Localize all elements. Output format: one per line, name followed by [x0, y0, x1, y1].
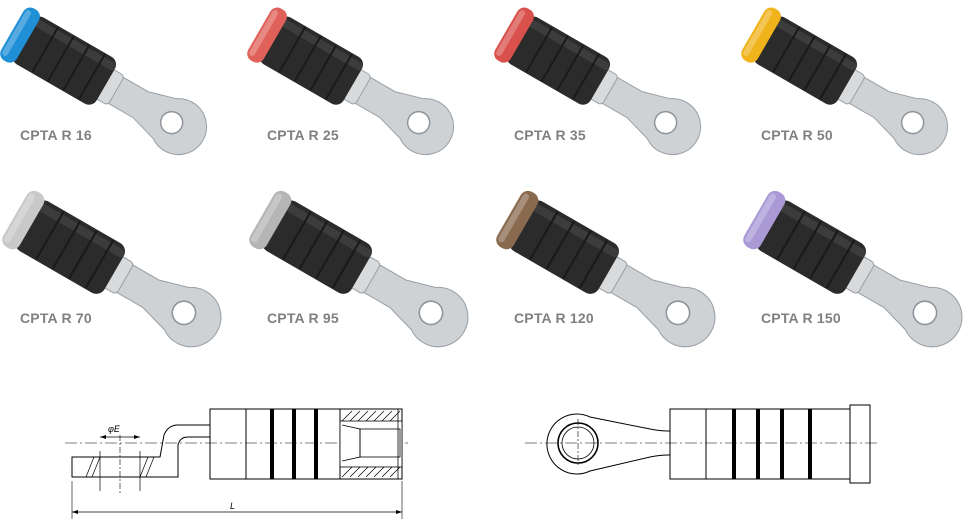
ring: [270, 409, 274, 479]
cap-outline: [849, 404, 871, 484]
product-grid: CPTA R 16 CPTA R 25 CPTA R 35 CPTA R 50 CPTA…: [0, 2, 978, 365]
product-label: CPTA R 50: [761, 127, 833, 143]
lug-palm: [599, 258, 716, 348]
insulating-sleeve: [509, 200, 619, 294]
ring: [808, 409, 812, 479]
cable-lug-image: [494, 7, 701, 156]
product-tile: CPTA R 95: [247, 185, 491, 365]
lug-hole: [159, 110, 184, 135]
product-tile: CPTA R 150: [741, 185, 978, 365]
color-cap: [743, 190, 786, 250]
product-tile: CPTA R 50: [741, 2, 978, 182]
insulating-sleeve: [12, 16, 117, 105]
lug-palm: [352, 258, 469, 348]
length-label: L: [230, 501, 235, 511]
lug-hole: [912, 300, 938, 326]
lug-palm: [105, 258, 222, 348]
ring: [732, 409, 736, 479]
cable-lug-image: [741, 7, 948, 156]
lug-palm: [846, 258, 963, 348]
product-label: CPTA R 35: [514, 127, 586, 143]
top-view-drawing: [525, 404, 880, 484]
lug-palm-outline: [71, 424, 210, 478]
color-cap: [0, 7, 40, 63]
insulating-sleeve: [506, 16, 611, 105]
side-view-drawing: φE L: [65, 408, 408, 519]
product-label: CPTA R 95: [267, 310, 339, 326]
ring: [756, 409, 760, 479]
color-cap: [2, 190, 45, 250]
product-tile: CPTA R 25: [247, 2, 491, 182]
color-cap: [741, 7, 781, 63]
insulating-sleeve: [753, 16, 858, 105]
product-label: CPTA R 150: [761, 310, 841, 326]
lug-hole: [665, 300, 691, 326]
lug-palm: [838, 70, 948, 156]
lug-palm: [591, 70, 701, 156]
product-label: CPTA R 16: [20, 127, 92, 143]
hole-hatch: [85, 456, 155, 478]
lug-hole: [418, 300, 444, 326]
ring: [292, 409, 296, 479]
lug-hole: [406, 110, 431, 135]
color-cap: [249, 190, 292, 250]
ring: [780, 409, 784, 479]
insulating-sleeve: [15, 200, 125, 294]
lug-hole: [653, 110, 678, 135]
product-label: CPTA R 70: [20, 310, 92, 326]
product-label: CPTA R 120: [514, 310, 594, 326]
cable-lug-image: [2, 190, 222, 348]
cable-lug-image: [247, 7, 454, 156]
color-cap: [496, 190, 539, 250]
cable-lug-image: [0, 7, 207, 156]
insulating-sleeve: [262, 200, 372, 294]
product-tile: CPTA R 35: [494, 2, 738, 182]
product-tile: CPTA R 16: [0, 2, 244, 182]
lug-palm: [97, 70, 207, 156]
lug-hole: [900, 110, 925, 135]
color-cap: [247, 7, 287, 63]
product-label: CPTA R 25: [267, 127, 339, 143]
cable-lug-image: [496, 190, 716, 348]
ring: [314, 409, 318, 479]
lug-hole: [171, 300, 197, 326]
hole-diameter-label: φE: [108, 424, 121, 434]
lug-palm: [344, 70, 454, 156]
palm-eye-outline: [546, 413, 671, 475]
color-cap: [494, 7, 534, 63]
insulating-sleeve: [259, 16, 364, 105]
product-tile: CPTA R 120: [494, 185, 738, 365]
product-tile: CPTA R 70: [0, 185, 244, 365]
cable-lug-image: [743, 190, 963, 348]
cable-lug-image: [249, 190, 469, 348]
insulating-sleeve: [756, 200, 866, 294]
